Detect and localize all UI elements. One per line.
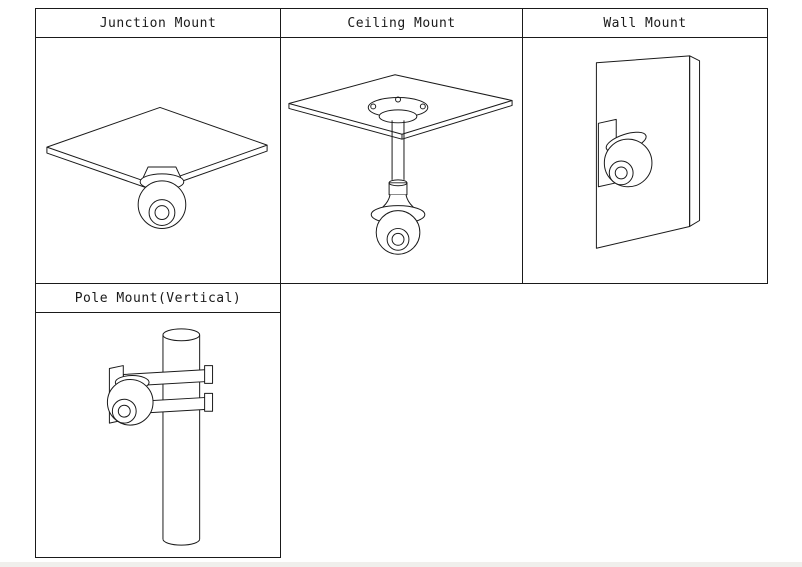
wall-mount-diagram [522,37,768,284]
pole-mount-diagram [35,312,281,558]
junction-mount-icon [46,106,268,229]
junction-mount-diagram [35,37,281,284]
ceiling-mount-diagram [280,37,523,284]
wall-mount-title: Wall Mount [522,8,768,38]
ceiling-mount-title: Ceiling Mount [280,8,523,38]
wall-mount-icon [595,55,701,249]
page-edge-strip [0,562,802,567]
junction-mount-title: Junction Mount [35,8,281,38]
pole-mount-title: Pole Mount(Vertical) [35,283,281,313]
ceiling-mount-icon [288,74,513,255]
pole-mount-vertical-icon [106,328,214,546]
